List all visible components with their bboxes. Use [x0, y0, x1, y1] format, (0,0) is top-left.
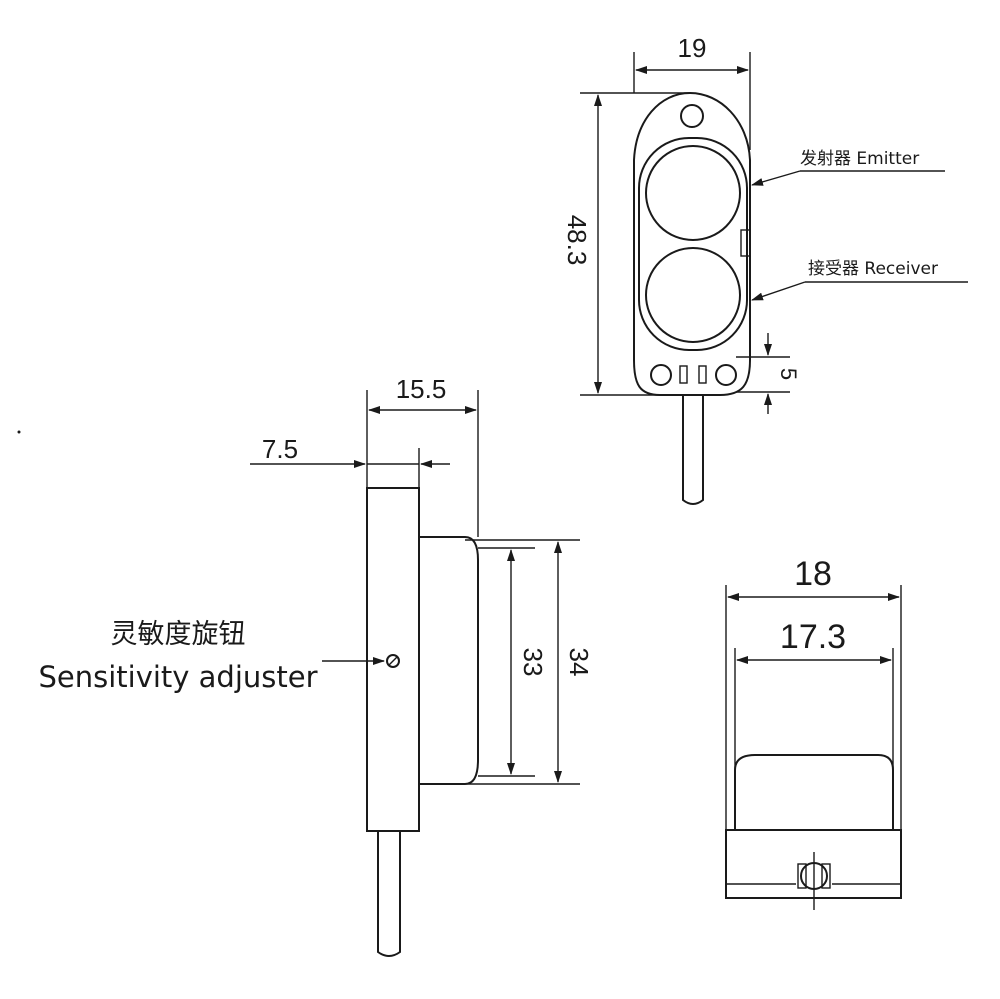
top-view: 19 48.3 5 发射器 Emitter 接受器 Receiver — [562, 33, 968, 505]
dim-outer-height-34: 34 — [564, 648, 594, 677]
front-view: 18 17.3 — [725, 555, 902, 910]
dim-outer-width-18: 18 — [794, 555, 832, 593]
receiver-leader — [751, 281, 806, 301]
side-view: 15.5 7.5 33 34 灵敏度旋钮 Sensitivity adjuste… — [17, 374, 594, 957]
side-tab — [740, 229, 751, 257]
side-view-lens-bump — [419, 536, 479, 785]
front-view-cap — [734, 754, 894, 830]
emitter-leader — [751, 170, 801, 186]
dim-body-width-15-5: 15.5 — [396, 374, 447, 404]
receiver-label: 接受器 Receiver — [808, 259, 938, 279]
side-view-body — [366, 487, 420, 832]
top-view-cable — [682, 395, 704, 505]
cable-port-clip — [821, 863, 831, 889]
dim-height-48-3: 48.3 — [562, 215, 592, 266]
slot-right — [698, 365, 707, 384]
side-view-cable — [377, 831, 401, 957]
dim-slot-5: 5 — [776, 368, 801, 380]
adjuster-label-en: Sensitivity adjuster — [38, 660, 317, 694]
dim-offset-7-5: 7.5 — [262, 434, 298, 464]
receiver-lens — [645, 247, 741, 343]
dim-inner-height-33: 33 — [518, 648, 548, 677]
adjuster-screw — [386, 654, 400, 668]
cable-port-clip — [797, 863, 807, 889]
top-view-housing — [633, 91, 751, 396]
stray-dot — [17, 430, 21, 434]
adjuster-label-cn: 灵敏度旋钮 — [111, 619, 246, 650]
mount-hole-top — [680, 104, 704, 128]
adjuster-screw-slot — [388, 656, 398, 666]
emitter-lens — [645, 145, 741, 241]
dim-width-19: 19 — [678, 33, 707, 63]
dim-inner-width-17-3: 17.3 — [780, 618, 846, 656]
mount-hole-bottom-left — [650, 364, 672, 386]
emitter-label: 发射器 Emitter — [800, 149, 919, 169]
mount-hole-bottom-right — [715, 364, 737, 386]
slot-left — [679, 365, 688, 384]
lens-frame — [638, 137, 748, 351]
